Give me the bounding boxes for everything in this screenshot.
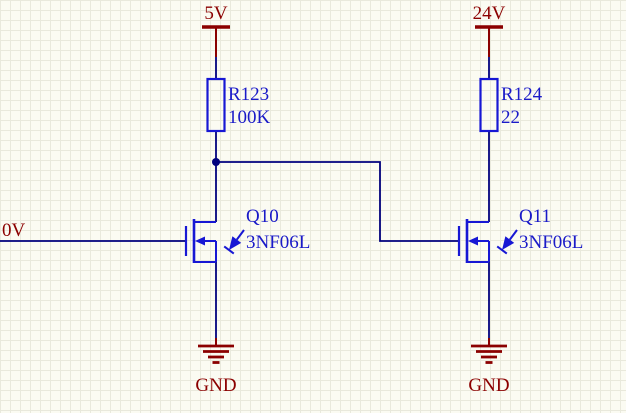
ground-port-right-symbol: [469, 336, 509, 364]
transistor-q11-designator: Q11: [519, 206, 551, 227]
resistor-r124-value: 22: [501, 107, 520, 128]
resistor-r124[interactable]: R124 22: [479, 77, 543, 133]
power-port-5v-label: 5V: [204, 3, 228, 24]
ground-port-right-label: GND: [468, 375, 509, 396]
power-port-24v-symbol: [473, 25, 505, 59]
power-port-24v[interactable]: 24V: [473, 3, 506, 59]
transistor-q10-comment: 3NF06L: [246, 232, 310, 253]
wire-junction-dot: [212, 158, 220, 166]
ground-port-left[interactable]: GND: [195, 336, 237, 396]
transistor-q11-symbol: [457, 217, 519, 265]
resistor-r123-designator: R123: [228, 84, 269, 105]
resistor-r123[interactable]: R123 100K: [206, 77, 271, 133]
transistor-q10-symbol: [184, 217, 246, 265]
transistor-q10[interactable]: Q10 3NF06L: [184, 206, 310, 265]
ground-port-left-label: GND: [195, 375, 236, 396]
ground-port-right[interactable]: GND: [468, 336, 510, 396]
net-label-0v[interactable]: 0V: [2, 220, 26, 241]
resistor-r124-designator: R124: [501, 84, 543, 105]
resistor-r124-symbol: [479, 77, 499, 133]
resistor-r123-symbol: [206, 77, 226, 133]
ground-port-left-symbol: [196, 336, 236, 364]
power-port-24v-label: 24V: [473, 3, 506, 24]
resistor-r123-value: 100K: [228, 107, 271, 128]
transistor-q11[interactable]: Q11 3NF06L: [457, 206, 583, 265]
wire-junction-to-q11-gate[interactable]: [216, 161, 459, 242]
transistor-q10-designator: Q10: [246, 206, 279, 227]
power-port-5v-symbol: [200, 25, 232, 59]
transistor-q11-comment: 3NF06L: [519, 232, 583, 253]
power-port-5v[interactable]: 5V: [200, 3, 232, 59]
net-label-0v-text: 0V: [2, 220, 26, 241]
